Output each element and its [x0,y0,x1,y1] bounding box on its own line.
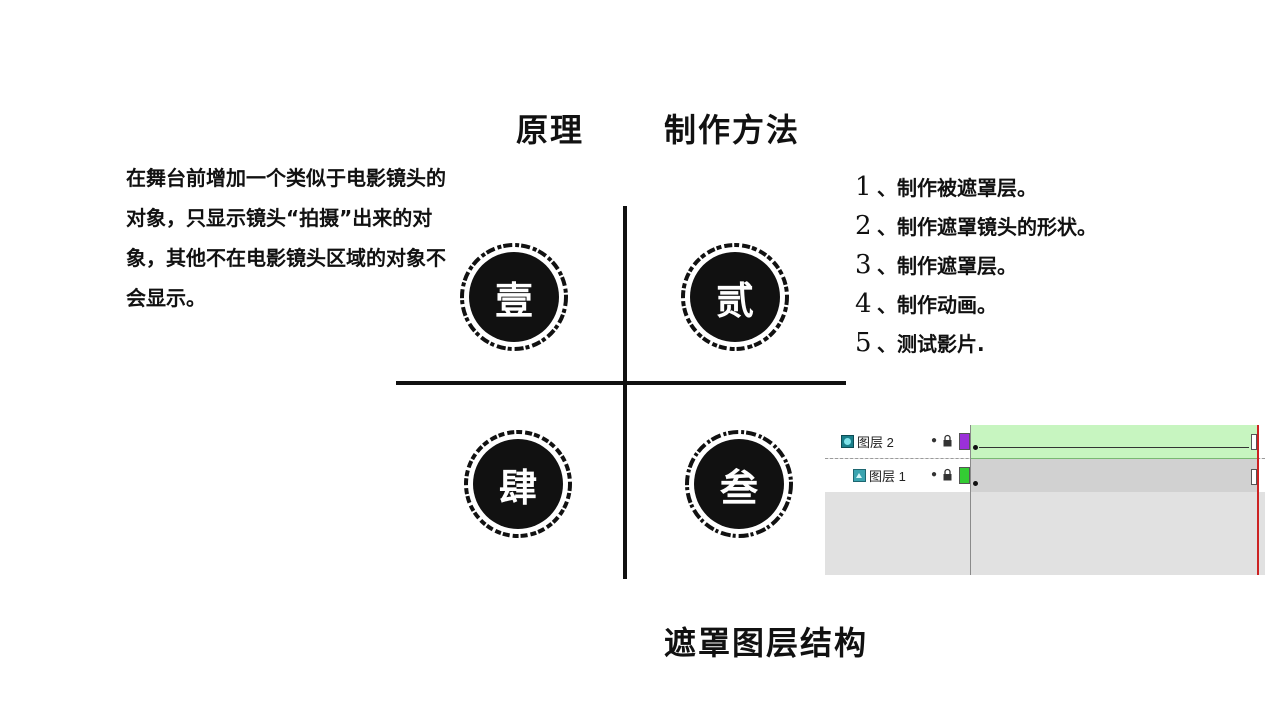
method-steps-list: 1 、制作被遮罩层。 2 、制作遮罩镜头的形状。 3 、制作遮罩层。 4 、制作… [855,172,1265,367]
seal-three: 叁 [683,428,795,540]
heading-mask-layer-structure: 遮罩图层结构 [664,624,869,662]
step-item: 4 、制作动画。 [855,289,1265,328]
visibility-dot-icon[interactable]: ● [931,469,938,480]
keyframe[interactable] [973,445,978,450]
layer-outline-color-swatch[interactable] [959,467,970,484]
seal-two: 贰 [679,241,791,353]
step-number: 4 [855,289,872,319]
tween-line [979,447,1249,448]
layer-outline-color-swatch[interactable] [959,433,970,450]
ink-circle-icon [681,243,789,351]
masked-layer-frames[interactable] [971,459,1257,492]
layer-name: 图层 2 [857,435,894,450]
mask-layer-frames[interactable] [971,425,1257,459]
step-text: 、制作被遮罩层。 [877,176,1037,200]
heading-method: 制作方法 [664,111,801,149]
step-number: 3 [855,250,872,280]
seal-char-two: 贰 [715,277,754,323]
seal-char-three: 叁 [719,464,758,510]
step-item: 5 、测试影片. [855,328,1265,367]
step-item: 2 、制作遮罩镜头的形状。 [855,211,1265,250]
step-text: 、制作遮罩镜头的形状。 [877,215,1097,239]
horizontal-divider [396,381,846,385]
ink-circle-icon [460,243,568,351]
ink-circle-icon [464,430,572,538]
lock-icon[interactable] [943,468,952,481]
lock-icon[interactable] [943,434,952,447]
masked-layer-icon [853,469,866,482]
step-text: 、测试影片. [877,332,985,356]
seal-one: 壹 [458,241,570,353]
step-number: 2 [855,211,872,241]
keyframe[interactable] [973,481,978,486]
heading-principle: 原理 [516,111,585,149]
principle-description: 在舞台前增加一个类似于电影镜头的对象，只显示镜头“拍摄”出来的对象，其他不在电影… [126,166,446,310]
vertical-divider [623,206,627,579]
end-frame-marker[interactable] [1251,469,1257,485]
step-text: 、制作动画。 [877,293,997,317]
visibility-dot-icon[interactable]: ● [931,435,938,446]
layer-name: 图层 1 [869,469,906,484]
mask-layer-icon [841,435,854,448]
step-number: 5 [855,328,872,358]
step-item: 3 、制作遮罩层。 [855,250,1265,289]
playhead[interactable] [1257,425,1259,575]
step-number: 1 [855,172,872,202]
seal-char-four: 肆 [498,464,537,510]
seal-char-one: 壹 [494,277,533,323]
timeline-divider [970,425,971,575]
step-text: 、制作遮罩层。 [877,254,1017,278]
end-frame-marker[interactable] [1251,434,1257,450]
seal-four: 肆 [462,428,574,540]
timeline-panel: 图层 2 ● 图层 1 ● [825,425,1265,575]
ink-circle-icon [685,430,793,538]
step-item: 1 、制作被遮罩层。 [855,172,1265,211]
